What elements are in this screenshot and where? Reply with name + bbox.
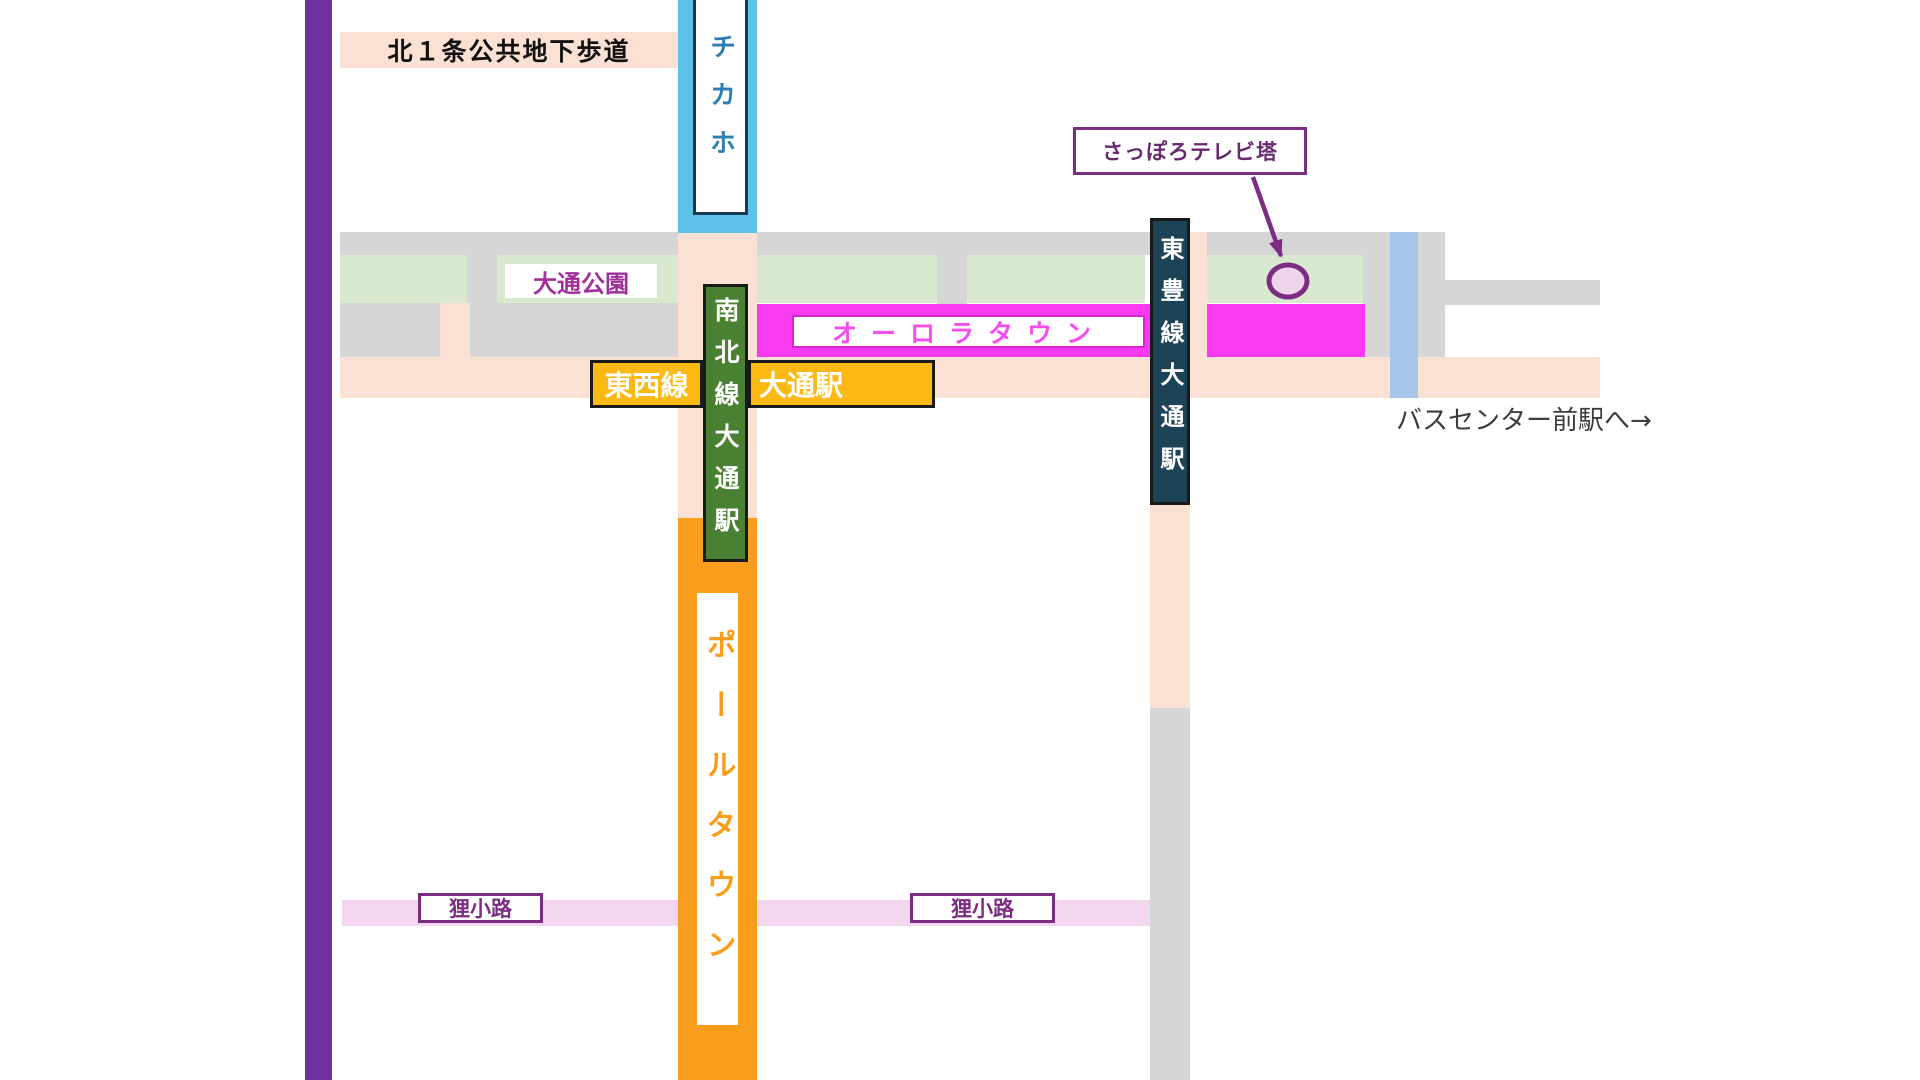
odori-station-label: 大通駅 xyxy=(759,369,844,402)
tanukikoji-label-box-west: 狸小路 xyxy=(418,893,543,923)
namboku-odori-station-label: 南北線大通駅 xyxy=(711,297,740,549)
tanukikoji-label-box-east: 狸小路 xyxy=(910,893,1055,923)
south-street-gray-2 xyxy=(470,303,678,357)
peach-crossing-west xyxy=(440,303,470,357)
kita1jo-walkway-label: 北１条公共地下歩道 xyxy=(387,37,631,66)
odori-park-label: 大通公園 xyxy=(533,269,629,298)
pole-town-label: ポールタウン xyxy=(700,629,736,989)
tozai-line-label: 東西線 xyxy=(604,369,689,402)
tv-tower-label: さっぽろテレビ塔 xyxy=(1102,140,1278,164)
chikaho-label: チカホ xyxy=(705,33,736,177)
tanukikoji-label-east: 狸小路 xyxy=(951,897,1014,921)
tv-tower-arrow xyxy=(1250,176,1284,258)
toho-corridor-strip xyxy=(1190,232,1207,398)
aurora-town-band-east xyxy=(1207,304,1365,357)
tanukikoji-label-west: 狸小路 xyxy=(449,897,512,921)
odori-station-box: 大通駅 xyxy=(748,360,935,408)
odori-park-label-box: 大通公園 xyxy=(505,264,657,298)
tozai-line-box: 東西線 xyxy=(590,360,703,408)
aurora-town-label-box: オーロラタウン xyxy=(792,315,1145,348)
pole-town-label-box: ポールタウン xyxy=(697,593,738,1025)
namboku-odori-station-box: 南北線大通駅 xyxy=(703,284,748,562)
north-street-gray-east xyxy=(1207,232,1363,255)
toho-odori-station-label: 東豊線大通駅 xyxy=(1156,235,1184,488)
odori-park-green-3 xyxy=(757,255,937,303)
odori-park-green-1 xyxy=(340,255,467,303)
odori-park-green-4 xyxy=(967,255,1145,303)
bus-center-corridor-blue xyxy=(1390,232,1418,398)
toho-odori-station-box: 東豊線大通駅 xyxy=(1150,218,1190,505)
bus-center-direction-text: バスセンター前駅へ→ xyxy=(1396,400,1652,437)
chikaho-label-box: チカホ xyxy=(693,0,748,215)
bus-center-label: バスセンター前駅へ→ xyxy=(1396,406,1652,436)
tv-tower-label-box: さっぽろテレビ塔 xyxy=(1073,127,1307,175)
purple-street-bar xyxy=(305,0,332,1080)
east-street-arm xyxy=(1445,280,1600,305)
kita1jo-walkway-band: 北１条公共地下歩道 xyxy=(340,32,678,68)
south-street-gray-1 xyxy=(340,303,440,357)
north-street-gray-west xyxy=(340,232,678,255)
toho-corridor-south-gray xyxy=(1150,708,1190,1080)
aurora-town-label: オーロラタウン xyxy=(831,318,1105,348)
tv-tower-location-marker xyxy=(1266,262,1310,300)
